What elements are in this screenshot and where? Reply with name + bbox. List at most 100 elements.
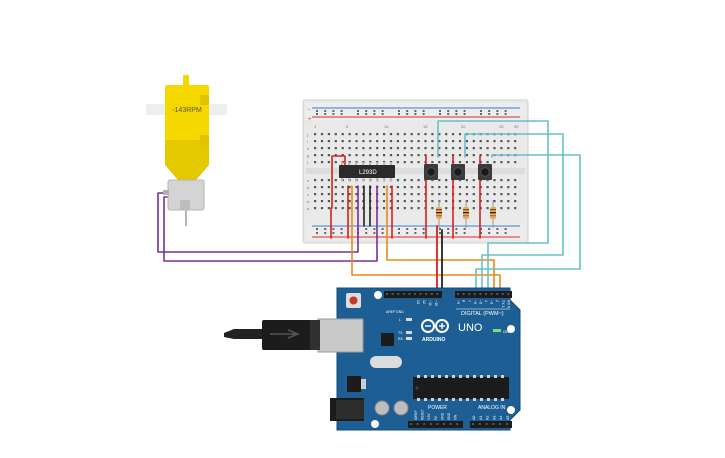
reset-button-cap[interactable]	[349, 296, 358, 305]
breadboard-hole	[314, 154, 317, 157]
breadboard-hole	[431, 133, 434, 136]
header-socket	[478, 423, 481, 425]
breadboard-hole	[431, 147, 434, 150]
breadboard-hole	[376, 154, 379, 157]
breadboard-hole	[320, 179, 324, 182]
chip-label: L293D	[359, 170, 377, 176]
breadboard-hole	[410, 154, 413, 157]
wire-orange-1[interactable]	[351, 185, 501, 296]
row-letter-i: i	[307, 139, 308, 144]
wire-cyan-3[interactable]	[475, 154, 581, 296]
breadboard-hole	[362, 147, 365, 150]
rail-hole	[480, 110, 482, 112]
breadboard-hole	[417, 200, 420, 203]
breadboard-hole	[403, 200, 406, 203]
breadboard[interactable]: 1 5 10 15 20 25 30 j i h g f e d c b a -…	[302, 99, 529, 244]
breadboard-hole	[396, 140, 399, 143]
breadboard-hole	[514, 161, 517, 164]
power-pin-label: 3.3V	[427, 413, 431, 420]
breadboard-hole	[507, 140, 510, 143]
rail-hole	[414, 110, 417, 112]
breadboard-hole	[410, 186, 413, 189]
breadboard-hole	[438, 140, 441, 143]
rail-hole	[455, 228, 458, 230]
power-pin-label: GND	[447, 412, 451, 420]
breadboard-hole	[341, 186, 344, 189]
digital-section-label: DIGITAL (PWM~)	[461, 311, 504, 317]
usb-port	[317, 318, 364, 353]
breadboard-hole	[341, 140, 344, 143]
header-socket	[496, 293, 499, 295]
breadboard-hole	[452, 147, 455, 150]
rail-hole	[463, 113, 466, 115]
wire-red-chip-vcc[interactable]	[331, 155, 346, 209]
breadboard-hole	[500, 193, 503, 196]
header-socket	[429, 423, 432, 425]
breadboard-hole	[507, 179, 510, 182]
atmega-chip	[413, 377, 509, 399]
rail-hole	[365, 228, 368, 230]
rail-hole	[357, 113, 359, 115]
header-socket	[425, 293, 428, 295]
breadboard-hole	[472, 179, 475, 182]
breadboard-hole	[327, 193, 330, 196]
dc-gear-motor[interactable]: -143RPM	[146, 75, 227, 226]
column-number-25: 25	[499, 124, 504, 129]
breadboard-hole	[334, 179, 337, 182]
resistor-1[interactable]	[436, 200, 442, 228]
pushbutton-2[interactable]	[451, 164, 465, 180]
bottom-power-rail	[306, 223, 525, 240]
rail-hole	[422, 232, 425, 234]
row-letter-b: b	[307, 199, 310, 204]
breadboard-hole	[403, 133, 406, 136]
wire-purple-2[interactable]	[163, 185, 378, 262]
rail-hole	[340, 113, 343, 115]
resistor-2[interactable]	[463, 200, 469, 228]
breadboard-hole	[493, 200, 496, 203]
power-pin-label: GND	[440, 412, 444, 420]
mount-hole-3	[371, 420, 379, 428]
breadboard-hole	[383, 207, 386, 210]
rail-hole	[480, 232, 482, 234]
breadboard-hole	[465, 140, 468, 143]
rail-hole	[488, 228, 491, 230]
usb-plug[interactable]	[262, 320, 318, 350]
wire-purple-1[interactable]	[157, 185, 359, 253]
rail-hole	[496, 110, 499, 112]
breadboard-hole	[314, 147, 317, 150]
breadboard-hole	[389, 154, 393, 157]
resistor-3[interactable]	[490, 200, 496, 228]
header-socket	[416, 423, 419, 425]
breadboard-hole	[438, 154, 441, 157]
digital-pin-label: ~9	[456, 300, 460, 304]
gnd-label: GND	[396, 310, 404, 314]
wire-cyan-2[interactable]	[464, 133, 564, 296]
header-socket	[507, 293, 510, 295]
breadboard-hole	[486, 140, 489, 143]
breadboard-hole	[383, 186, 386, 189]
breadboard-hole	[410, 133, 413, 136]
digital-pin-label: 4	[484, 300, 488, 302]
breadboard-hole	[431, 161, 434, 164]
header-socket	[386, 293, 388, 295]
rail-hole	[447, 228, 450, 230]
rx-label: RX	[398, 337, 404, 341]
breadboard-hole	[396, 186, 399, 189]
wire-orange-2[interactable]	[386, 185, 495, 296]
breadboard-hole	[472, 161, 475, 164]
pushbutton-1[interactable]	[424, 164, 438, 180]
l293d-chip[interactable]: L293D	[339, 162, 395, 181]
wire-cyan-1[interactable]	[437, 120, 549, 296]
pushbutton-3[interactable]	[478, 164, 492, 180]
breadboard-hole	[493, 179, 496, 182]
breadboard-hole	[383, 140, 386, 143]
breadboard-hole	[458, 186, 462, 189]
breadboard-hole	[431, 140, 434, 143]
breadboard-hole	[486, 179, 489, 182]
rail-hole	[447, 232, 450, 234]
rail-holes-top	[316, 110, 507, 115]
